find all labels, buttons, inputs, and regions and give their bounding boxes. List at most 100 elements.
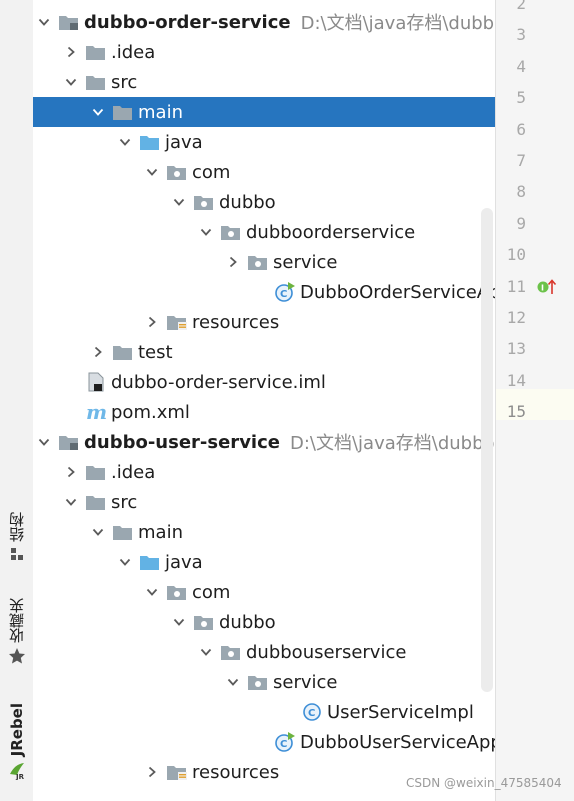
jrebel-icon: JR	[7, 760, 27, 784]
line-number: 7	[516, 151, 526, 170]
chevron-down-icon[interactable]	[63, 74, 79, 90]
line-number: 9	[516, 213, 526, 233]
chevron-down-icon[interactable]	[63, 494, 79, 510]
implementation-gutter-icon[interactable]: I	[536, 278, 558, 300]
tree-row-main[interactable]: main	[33, 517, 495, 547]
chevron-right-icon[interactable]	[144, 764, 160, 780]
chevron-right-icon[interactable]	[144, 314, 160, 330]
tree-row-label: pom.xml	[111, 401, 190, 423]
folder-icon	[112, 102, 134, 122]
chevron-down-icon[interactable]	[90, 524, 106, 540]
chevron-down-icon[interactable]	[144, 584, 160, 600]
structure-tool-tab[interactable]: 结构	[0, 512, 33, 566]
tree-row-dubbo-order-service-iml[interactable]: dubbo-order-service.iml	[33, 367, 495, 397]
line-number: 11	[506, 276, 526, 296]
tree-row-dubbo-order-service[interactable]: dubbo-order-service D:\文档\java存档\dubbo	[33, 7, 495, 37]
favorites-tool-tab[interactable]: 收藏夹	[0, 598, 33, 669]
tree-row-test[interactable]: test	[33, 337, 495, 367]
tree-row-dubboorderservice[interactable]: dubboorderservice	[33, 217, 495, 247]
chevron-right-icon[interactable]	[63, 44, 79, 60]
tree-row-java[interactable]: java	[33, 547, 495, 577]
line-number: 14	[506, 370, 526, 390]
chevron-down-icon[interactable]	[117, 134, 133, 150]
tree-row-label: test	[138, 341, 173, 363]
line-number: 6	[516, 119, 526, 139]
tree-row-label: dubboorderservice	[246, 221, 416, 243]
folder-icon	[85, 462, 107, 482]
chevron-down-icon[interactable]	[198, 644, 214, 660]
tree-row-main[interactable]: main	[33, 97, 495, 127]
chevron-down-icon[interactable]	[171, 614, 187, 630]
jrebel-tool-tab[interactable]: JRebel JR	[0, 703, 33, 784]
tree-row-label: DubboUserServiceApplic	[300, 731, 495, 753]
chevron-down-icon[interactable]	[171, 194, 187, 210]
tree-row-dubboorderserviceappl[interactable]: CDubboOrderServiceAppl	[33, 277, 495, 307]
chevron-down-icon[interactable]	[198, 224, 214, 240]
tree-row-service[interactable]: service	[33, 247, 495, 277]
tree-row-label: UserServiceImpl	[327, 701, 474, 723]
tree-row-label: dubbo-user-service	[84, 431, 280, 453]
tree-row-label: com	[192, 581, 231, 603]
tree-row-src[interactable]: src	[33, 67, 495, 97]
structure-tab-label: 结构	[8, 512, 26, 542]
package-icon	[247, 672, 269, 692]
folder-icon	[85, 492, 107, 512]
tree-scrollbar[interactable]	[481, 208, 493, 692]
tree-row-label: service	[273, 251, 338, 273]
tree-row-label: service	[273, 671, 338, 693]
chevron-down-icon[interactable]	[90, 104, 106, 120]
tree-row-idea[interactable]: .idea	[33, 37, 495, 67]
iml-file-icon	[85, 372, 107, 392]
tree-row-src[interactable]: src	[33, 487, 495, 517]
folder-icon	[112, 342, 134, 362]
chevron-down-icon[interactable]	[117, 554, 133, 570]
resources-folder-icon	[166, 762, 188, 782]
chevron-down-icon[interactable]	[225, 674, 241, 690]
current-line-highlight	[496, 389, 574, 420]
tree-row-label: dubbo-order-service	[84, 11, 291, 33]
spring-boot-class-icon: C	[274, 732, 296, 752]
package-icon	[166, 582, 188, 602]
svg-text:JR: JR	[15, 773, 25, 780]
folder-icon	[112, 522, 134, 542]
chevron-down-icon[interactable]	[36, 14, 52, 30]
chevron-right-icon[interactable]	[63, 464, 79, 480]
package-icon	[220, 222, 242, 242]
tree-spacer	[252, 284, 268, 300]
maven-icon: m	[85, 402, 107, 422]
tree-row-label: dubbo	[219, 611, 276, 633]
tree-row-dubbouserserviceapplic[interactable]: CDubboUserServiceApplic	[33, 727, 495, 757]
tree-row-dubbouserservice[interactable]: dubbouserservice	[33, 637, 495, 667]
package-icon	[193, 192, 215, 212]
tree-row-idea[interactable]: .idea	[33, 457, 495, 487]
tree-row-resources[interactable]: resources	[33, 757, 495, 787]
tree-row-service[interactable]: service	[33, 667, 495, 697]
tree-row-label: src	[111, 71, 138, 93]
tree-row-resources[interactable]: resources	[33, 307, 495, 337]
module-path: D:\文档\java存档\dubbo	[300, 13, 495, 34]
package-icon	[247, 252, 269, 272]
resources-folder-icon	[166, 312, 188, 332]
svg-text:m: m	[86, 402, 107, 422]
side-tool-strip: 结构 收藏夹 JRebel JR	[0, 0, 34, 801]
tree-row-label: .idea	[111, 41, 156, 63]
chevron-right-icon[interactable]	[90, 344, 106, 360]
tree-row-dubbo[interactable]: dubbo	[33, 187, 495, 217]
watermark: CSDN @weixin_47585404	[406, 776, 562, 790]
chevron-down-icon[interactable]	[144, 164, 160, 180]
tree-row-com[interactable]: com	[33, 157, 495, 187]
tree-row-label: resources	[192, 311, 280, 333]
chevron-right-icon[interactable]	[225, 254, 241, 270]
tree-row-dubbo[interactable]: dubbo	[33, 607, 495, 637]
tree-row-com[interactable]: com	[33, 577, 495, 607]
favorites-tab-label: 收藏夹	[8, 598, 26, 643]
tree-row-java[interactable]: java	[33, 127, 495, 157]
folder-icon	[85, 72, 107, 92]
line-number: 5	[516, 88, 526, 108]
source-folder-icon	[139, 552, 161, 572]
chevron-down-icon[interactable]	[36, 434, 52, 450]
